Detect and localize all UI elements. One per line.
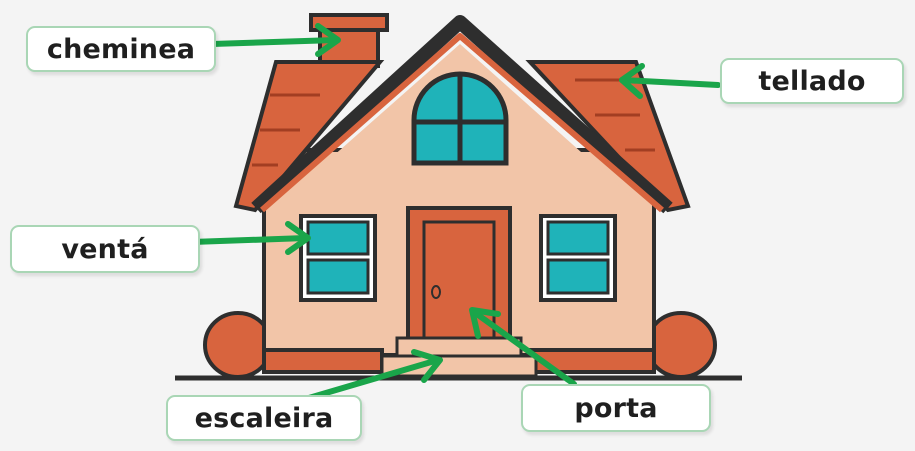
roof-left	[233, 60, 385, 213]
door	[406, 206, 512, 342]
label-tellado: tellado	[720, 58, 904, 104]
arrow-tellado	[619, 63, 721, 99]
label-escaleira: escaleira	[166, 395, 362, 441]
steps	[380, 336, 538, 378]
foundation-left	[262, 348, 384, 374]
arrow-porta	[469, 307, 577, 387]
bush-right	[645, 311, 717, 379]
window-left	[299, 214, 377, 302]
attic-window	[411, 71, 509, 166]
label-venta: ventá	[10, 225, 200, 273]
arrow-cheminea	[209, 23, 341, 57]
arrows	[189, 23, 721, 403]
arrow-venta	[189, 221, 311, 255]
window-right	[539, 214, 617, 302]
label-porta: porta	[521, 384, 711, 432]
arrow-escaleira	[299, 349, 443, 403]
label-cheminea: cheminea	[26, 26, 216, 72]
roof-ridge	[251, 15, 673, 214]
bush-left	[203, 311, 273, 379]
